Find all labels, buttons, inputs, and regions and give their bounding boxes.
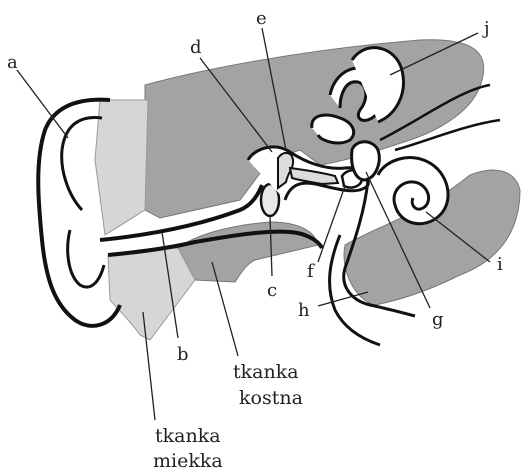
label-g: g: [432, 309, 444, 330]
leader-f: [318, 186, 345, 262]
label-c: c: [267, 280, 277, 301]
vestibule: [352, 142, 380, 180]
soft-tissue-upper: [95, 100, 148, 235]
label-b: b: [177, 344, 189, 365]
soft-tissue-lower: [108, 248, 195, 340]
label-soft-tissue-line2: miekka: [153, 450, 223, 472]
label-f: f: [307, 261, 315, 282]
label-bone-tissue-line2: kostna: [239, 387, 303, 409]
leader-a: [17, 70, 68, 138]
label-d: d: [190, 37, 202, 58]
label-i: i: [497, 254, 503, 275]
cochlea: [378, 158, 448, 224]
label-e: e: [256, 8, 267, 29]
pinna-inner: [68, 230, 104, 287]
label-soft-tissue-line1: tkanka: [155, 425, 221, 447]
label-h: h: [298, 300, 310, 321]
label-a: a: [7, 52, 18, 73]
label-bone-tissue-line1: tkanka: [233, 361, 299, 383]
leader-h: [318, 292, 368, 306]
label-j: j: [482, 18, 490, 39]
